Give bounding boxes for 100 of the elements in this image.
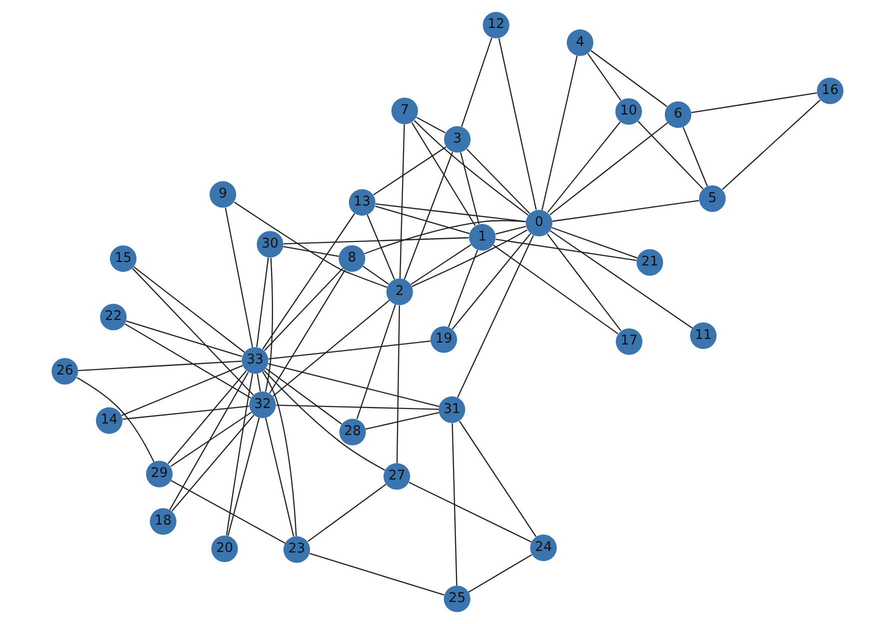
connector [364,220,526,254]
connector [448,250,478,328]
node-circle: 27 [383,463,410,490]
connector [374,206,470,234]
connector [122,406,249,420]
connector [494,226,526,235]
connector [126,320,242,357]
node-circle: 12 [482,12,509,38]
connector [276,404,438,410]
connector [408,482,532,543]
connector [226,374,253,536]
connector [451,423,457,586]
node-circle: 0 [525,210,552,236]
connector [282,246,338,257]
connector [168,372,248,510]
connector [170,480,285,544]
connector [396,305,400,464]
node-circle: 24 [530,534,556,562]
connector [403,152,453,280]
connector [460,38,492,127]
connector [495,238,636,261]
connector [364,412,439,430]
connector [268,340,430,360]
connector [265,368,342,425]
node-circle: 23 [282,536,310,563]
connector [262,213,355,350]
node-circle: 20 [210,536,238,562]
connector [551,227,637,258]
connector [226,418,260,536]
node-circle: 25 [443,586,470,612]
connector [272,300,390,397]
node-circle: 22 [100,304,126,330]
node-circle: 26 [51,358,78,385]
connector [416,116,446,134]
connector [167,370,246,464]
connector [264,418,294,537]
connector [546,122,620,213]
connector [451,233,531,330]
connector [413,120,528,216]
connector [498,38,536,210]
connector [233,202,387,288]
connector [267,363,439,407]
connector [124,323,251,398]
connector [549,230,692,329]
connector [375,203,526,222]
node-circle: 3 [444,126,470,153]
connector [590,50,667,108]
node-circle: 4 [566,29,593,56]
connector [540,56,578,210]
node-circle: 15 [109,245,136,272]
node-circle: 31 [438,396,465,423]
node-circle: 17 [615,328,642,355]
node-circle: 2 [386,278,412,306]
node-circle: 30 [256,231,283,258]
connector [224,208,253,348]
connector [256,374,260,392]
node-circle: 13 [348,189,375,216]
connector [372,146,446,196]
node-circle: 8 [338,245,365,272]
connector [722,100,820,190]
connector [308,552,444,596]
node-circle: 1 [468,224,496,251]
connector [366,214,394,280]
connector [262,371,296,536]
connector [356,304,396,420]
connector [170,412,252,467]
connector [411,229,527,287]
connector [76,377,154,462]
node-circle: 11 [690,322,716,349]
connector [171,414,254,512]
connector [546,234,621,332]
connector [264,258,272,392]
node-circle: 28 [338,418,366,446]
connector [120,365,242,416]
node-circle: 5 [698,185,726,212]
connector [456,235,534,398]
connector [398,124,404,279]
connector [306,484,386,542]
connector [552,200,699,222]
connector [78,360,242,372]
node-circle: 14 [95,407,122,434]
node-circle: 19 [430,326,457,353]
connector [263,370,385,471]
node-circle: 10 [614,98,642,125]
connector [637,120,703,190]
connector [132,266,244,353]
connector [132,268,254,396]
connector [466,148,530,214]
connector [410,244,471,285]
connector [264,268,343,351]
node-circle: 29 [146,460,172,488]
node-circle: 21 [636,249,663,276]
node-circle: 6 [664,101,691,128]
connector [468,554,532,593]
connector [548,122,668,216]
connector [256,258,268,347]
node-circle: 9 [209,181,236,208]
connector [410,122,476,226]
connector [283,237,468,244]
connector [460,152,479,224]
